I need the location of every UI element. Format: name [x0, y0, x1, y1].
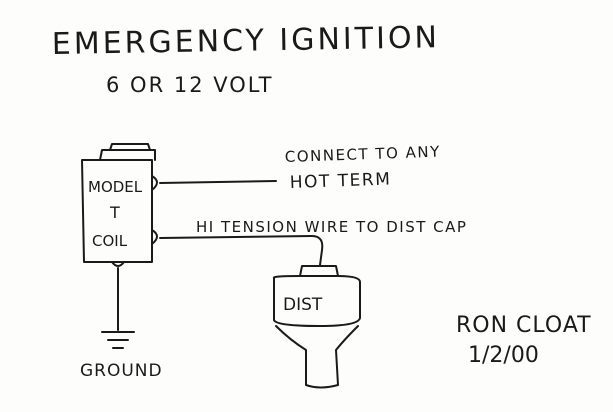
hi-tension-wire — [159, 235, 324, 266]
signature-name: RON CLOAT — [456, 313, 592, 338]
distributor: DIST — [272, 265, 361, 389]
hot-label-line2: HOT TERM — [289, 169, 391, 193]
hot-wire — [159, 180, 277, 184]
ground-symbol — [101, 267, 135, 349]
hot-label-line1: CONNECT TO ANY — [285, 143, 442, 166]
signature-date: 1/2/00 — [468, 343, 539, 368]
coil-label-model: MODEL — [88, 178, 143, 196]
diagram-subtitle: 6 OR 12 VOLT — [106, 73, 273, 97]
distributor-label: DIST — [283, 295, 323, 315]
diagram-title: EMERGENCY IGNITION — [52, 20, 441, 62]
coil-label-t: T — [109, 203, 120, 222]
hi-tension-label: HI TENSION WIRE TO DIST CAP — [196, 218, 467, 236]
ground-label: GROUND — [80, 361, 163, 381]
model-t-coil: MODEL T COIL — [81, 143, 158, 267]
coil-label-coil: COIL — [92, 232, 128, 250]
